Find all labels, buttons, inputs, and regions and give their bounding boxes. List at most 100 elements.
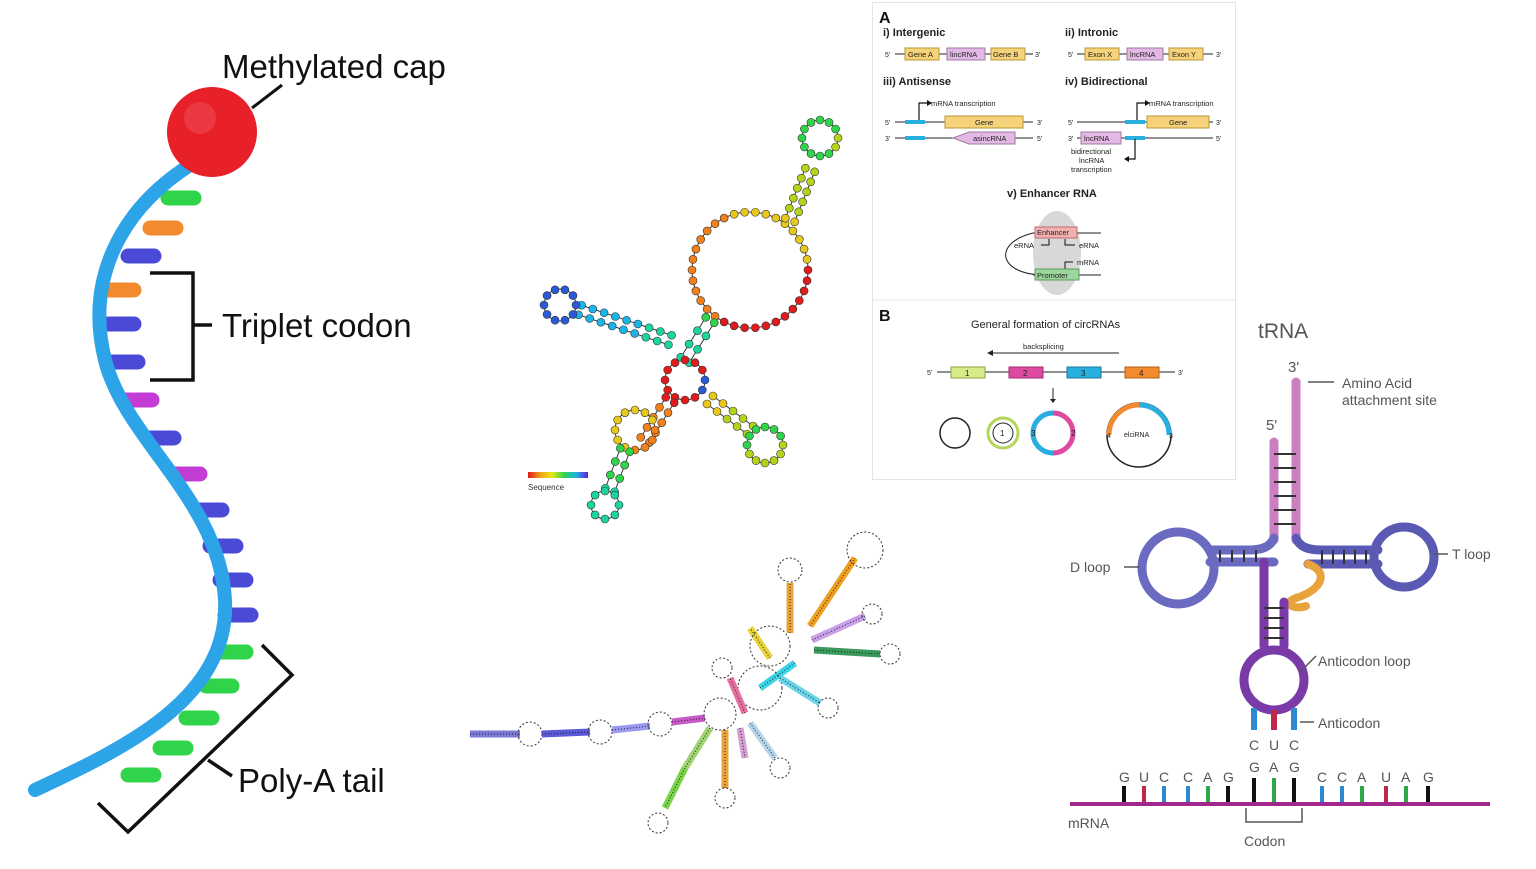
nucleotide	[698, 365, 707, 375]
nucleotide	[611, 312, 620, 321]
nucleotide	[600, 486, 610, 496]
anticodon-loop	[1239, 645, 1309, 715]
nucleotide	[586, 500, 596, 510]
nucleotide	[781, 213, 790, 223]
nucleotide	[751, 207, 760, 217]
exon-3	[1066, 366, 1102, 379]
intergenic-lincrna-label: lincRNA	[950, 50, 977, 59]
d-loop-label: D loop	[1070, 559, 1111, 575]
helix	[807, 556, 858, 628]
nucleotide	[571, 300, 581, 310]
loop	[517, 721, 543, 747]
circ-3prime: 3'	[1178, 370, 1183, 377]
loop	[777, 557, 803, 583]
loop	[769, 757, 791, 779]
nucleotide	[729, 321, 739, 331]
nucleotide	[585, 314, 594, 323]
nucleotide	[669, 398, 679, 407]
nucleotide	[633, 319, 643, 329]
nucleotide	[833, 133, 843, 143]
trna-svg: tRNA 3' 5' Amino Acid attachment site D …	[1068, 320, 1491, 849]
nucleotide	[702, 399, 712, 409]
exon-4	[1124, 366, 1160, 379]
rna-structure-colored-svg: Sequence	[528, 115, 843, 524]
nucleotide	[815, 151, 825, 161]
intergenic-3prime: 3'	[1035, 52, 1040, 59]
nucleotide	[636, 433, 646, 442]
exon-1	[950, 366, 986, 379]
nucleotide	[710, 219, 720, 229]
t-loop-label: T loop	[1452, 546, 1491, 562]
bidirectional-gene-label: Gene	[1169, 118, 1187, 127]
trna-title: tRNA	[1258, 320, 1308, 343]
loop-backbone	[664, 359, 706, 401]
nucleotide	[806, 149, 816, 158]
exon-2-label: 2	[1023, 369, 1028, 378]
backsplicing-arrowhead	[987, 350, 993, 356]
helix	[682, 726, 713, 770]
rna-structure-colored: Sequence	[520, 110, 850, 530]
loop	[861, 603, 883, 625]
nucleotide	[729, 209, 739, 219]
circ-intronic	[939, 417, 971, 449]
stem-backbone	[688, 322, 715, 363]
nucleotide	[806, 118, 816, 127]
bidirectional-bottom-5prime: 5'	[1216, 136, 1221, 143]
intronic-lncrna	[1126, 47, 1164, 61]
nucleotide	[693, 326, 702, 335]
nucleotide	[619, 325, 628, 335]
anticodon-letter-3: C	[1289, 737, 1299, 753]
exon-2	[1008, 366, 1044, 379]
nucleotide	[644, 323, 654, 333]
antisense-title: iii) Antisense	[883, 76, 951, 88]
circ-exon23-label-2: 2	[1071, 429, 1076, 438]
intergenic-gene-a-label: Gene A	[908, 50, 933, 59]
d-arm-base-pairs	[1219, 550, 1257, 562]
nucleotide	[599, 308, 609, 318]
nucleotide	[799, 286, 809, 296]
nucleotide	[738, 414, 748, 423]
antisense-gene-label: Gene	[975, 118, 993, 127]
nucleotide	[771, 213, 781, 223]
antisense-top-3prime: 3'	[1037, 120, 1042, 127]
nucleotide	[640, 443, 650, 452]
promoter-box-label: Promoter	[1037, 271, 1068, 280]
nucleotide	[800, 142, 809, 152]
trna-3prime: 3'	[1288, 359, 1299, 376]
bidirectional-bottom-3prime: 3'	[1068, 136, 1073, 143]
loop	[817, 697, 839, 719]
loop	[711, 657, 733, 679]
circ-5prime: 5'	[927, 370, 932, 377]
nucleotide	[708, 391, 718, 401]
elcirna-label-4: 4	[1107, 433, 1111, 440]
nucleotide	[800, 124, 809, 134]
bidirectional-top-5prime: 5'	[1068, 120, 1073, 127]
antisense-bottom-5prime: 5'	[1037, 136, 1042, 143]
helix	[671, 714, 706, 726]
bidirectional-arrow-down	[1129, 139, 1136, 160]
loop	[587, 719, 613, 745]
nucleotide	[630, 329, 639, 338]
mrna-letter: C	[1159, 769, 1169, 785]
section-a-label: A	[879, 10, 891, 27]
promoter-arrow	[1064, 261, 1073, 271]
circ-exon23-label-3: 3	[1031, 429, 1036, 438]
circ-exon1-inner	[992, 422, 1014, 444]
nucleotide	[701, 331, 711, 341]
enhancer-title: v) Enhancer RNA	[1007, 188, 1097, 200]
loop-backbone	[801, 119, 839, 157]
nucleotide	[802, 187, 811, 197]
nucleotide	[795, 235, 804, 244]
nucleotide	[778, 440, 788, 450]
nucleotide	[656, 327, 665, 336]
mrna-letter: A	[1203, 769, 1213, 785]
sequence-legend-bar	[528, 472, 588, 478]
nucleotide	[776, 431, 785, 441]
nucleotide	[542, 310, 552, 319]
nucleotide	[610, 490, 620, 500]
nucleotide	[655, 403, 664, 412]
nucleotide	[769, 456, 779, 465]
nucleotide	[771, 317, 781, 327]
bidirectional-lncrna	[1080, 131, 1122, 145]
cap-pointer	[251, 83, 283, 110]
